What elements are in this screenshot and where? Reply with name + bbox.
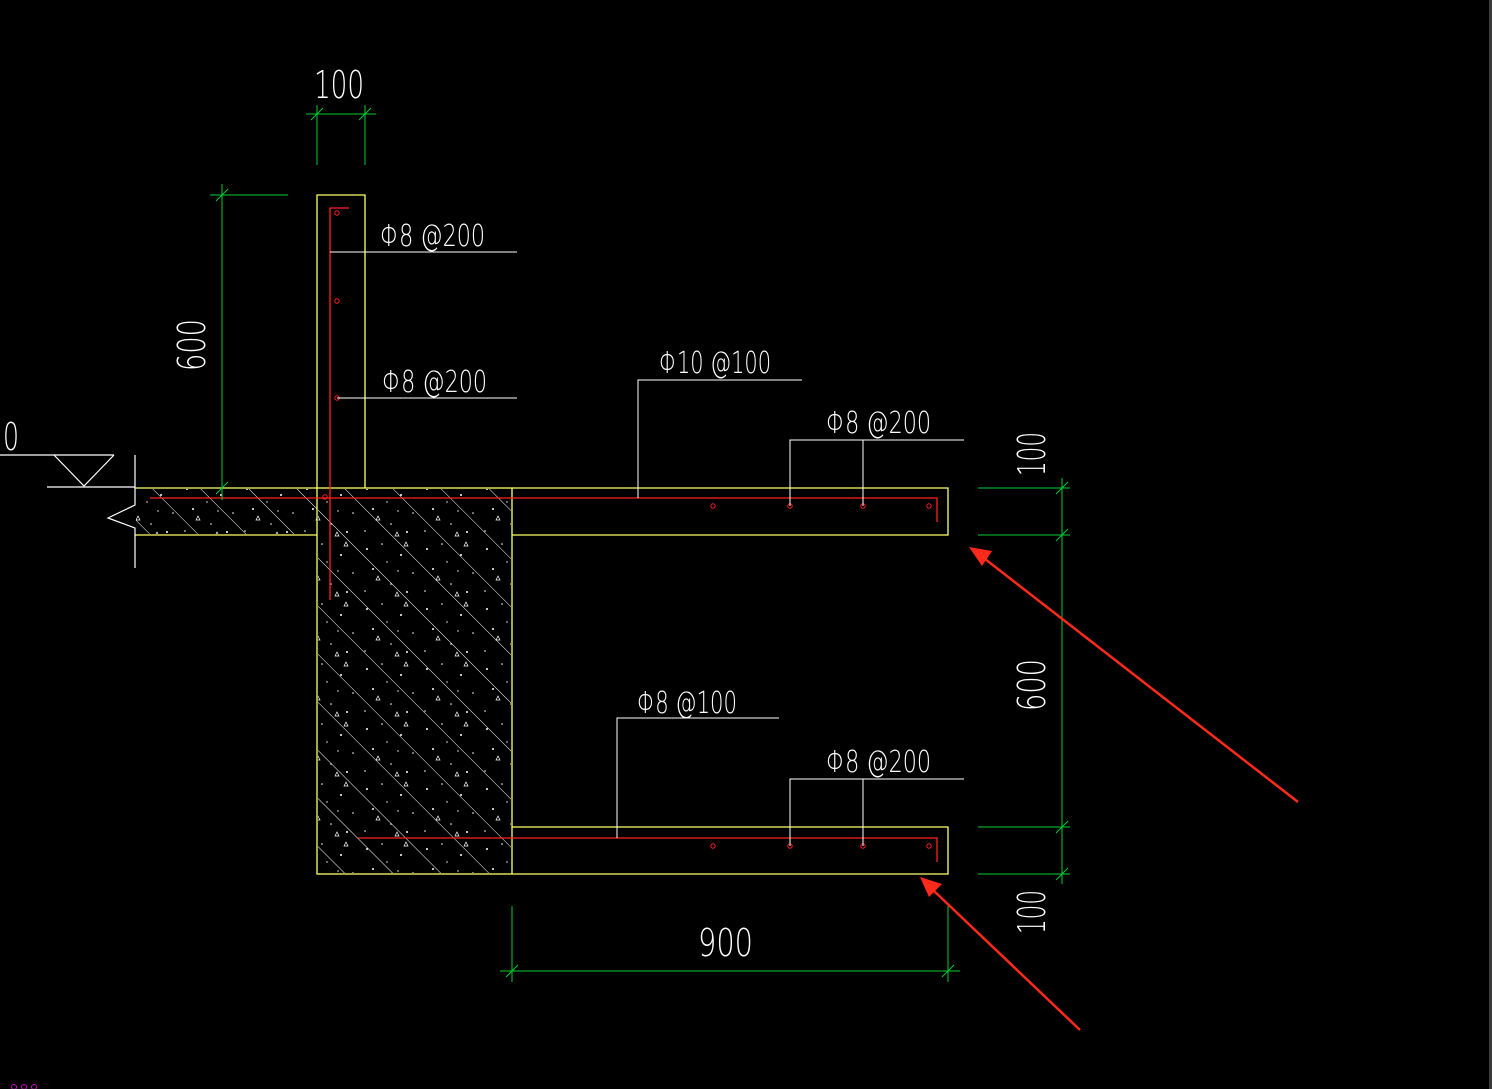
- main-block-outline: [316, 487, 513, 875]
- dim-wall-height: 600: [170, 319, 214, 371]
- level-triangle-icon: [0, 454, 135, 488]
- label-bottom-slab-dist: Φ8 @200: [826, 745, 931, 780]
- red-arrow-icon: [969, 547, 1299, 803]
- bottom-slab-rebar: [358, 837, 938, 862]
- leader-lines: [330, 251, 964, 846]
- label-bottom-slab-main: Φ8 @100: [637, 686, 737, 721]
- misc-fragment: [11, 1084, 37, 1089]
- break-line-icon: [106, 455, 136, 568]
- dim-clear-height: 600: [1010, 659, 1054, 711]
- dim-wall-thickness: 100: [314, 63, 364, 107]
- dimension-lines: [210, 105, 1070, 982]
- bottom-slab-outline: [512, 826, 949, 875]
- top-slab-rebar: [150, 497, 938, 522]
- rebar-labels: Φ8 @200 Φ8 @200 Φ10 @100 Φ8 @200 Φ8 @100…: [380, 219, 931, 780]
- top-slab-outline: [512, 487, 949, 536]
- label-wall-inner: Φ8 @200: [382, 365, 487, 400]
- label-top-slab-dist: Φ8 @200: [826, 406, 931, 441]
- red-arrow-icon: [920, 877, 1081, 1031]
- level-mark: 0: [3, 415, 19, 459]
- dim-slab-span: 900: [698, 921, 753, 965]
- wall-rebar: [329, 207, 349, 600]
- dim-top-slab: 100: [1010, 432, 1054, 476]
- label-top-slab-main: Φ10 @100: [659, 346, 771, 381]
- label-wall-outer: Φ8 @200: [380, 219, 485, 254]
- rebar-lines: [150, 207, 938, 862]
- concrete-outline: [135, 194, 949, 875]
- dimension-texts: 100 600 100 600 100 900 0: [3, 63, 1054, 965]
- concrete-hatch: [136, 489, 511, 873]
- dim-bottom-slab: 100: [1010, 890, 1054, 934]
- viewport-edge: [1489, 0, 1492, 1089]
- upstand-wall-outline: [316, 194, 366, 488]
